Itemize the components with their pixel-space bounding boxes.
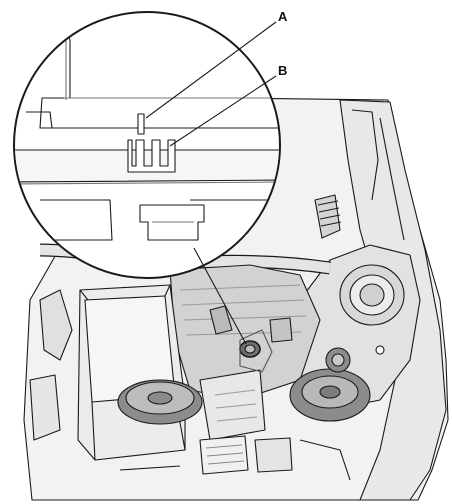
detail-magnifier bbox=[13, 11, 281, 279]
leader-line-a bbox=[145, 21, 277, 119]
detail-pointer-line bbox=[193, 247, 247, 345]
ribbed-hose bbox=[314, 194, 341, 239]
leader-lines bbox=[145, 21, 277, 345]
detail-housing bbox=[39, 13, 279, 129]
part-a-pin bbox=[137, 113, 145, 135]
callout-b-label: B bbox=[278, 63, 287, 78]
belt-cover bbox=[199, 369, 266, 441]
part-b-connector bbox=[127, 139, 176, 173]
leader-line-b bbox=[169, 75, 277, 147]
magnifier-border bbox=[13, 11, 281, 279]
callout-a-label: A bbox=[278, 9, 288, 24]
